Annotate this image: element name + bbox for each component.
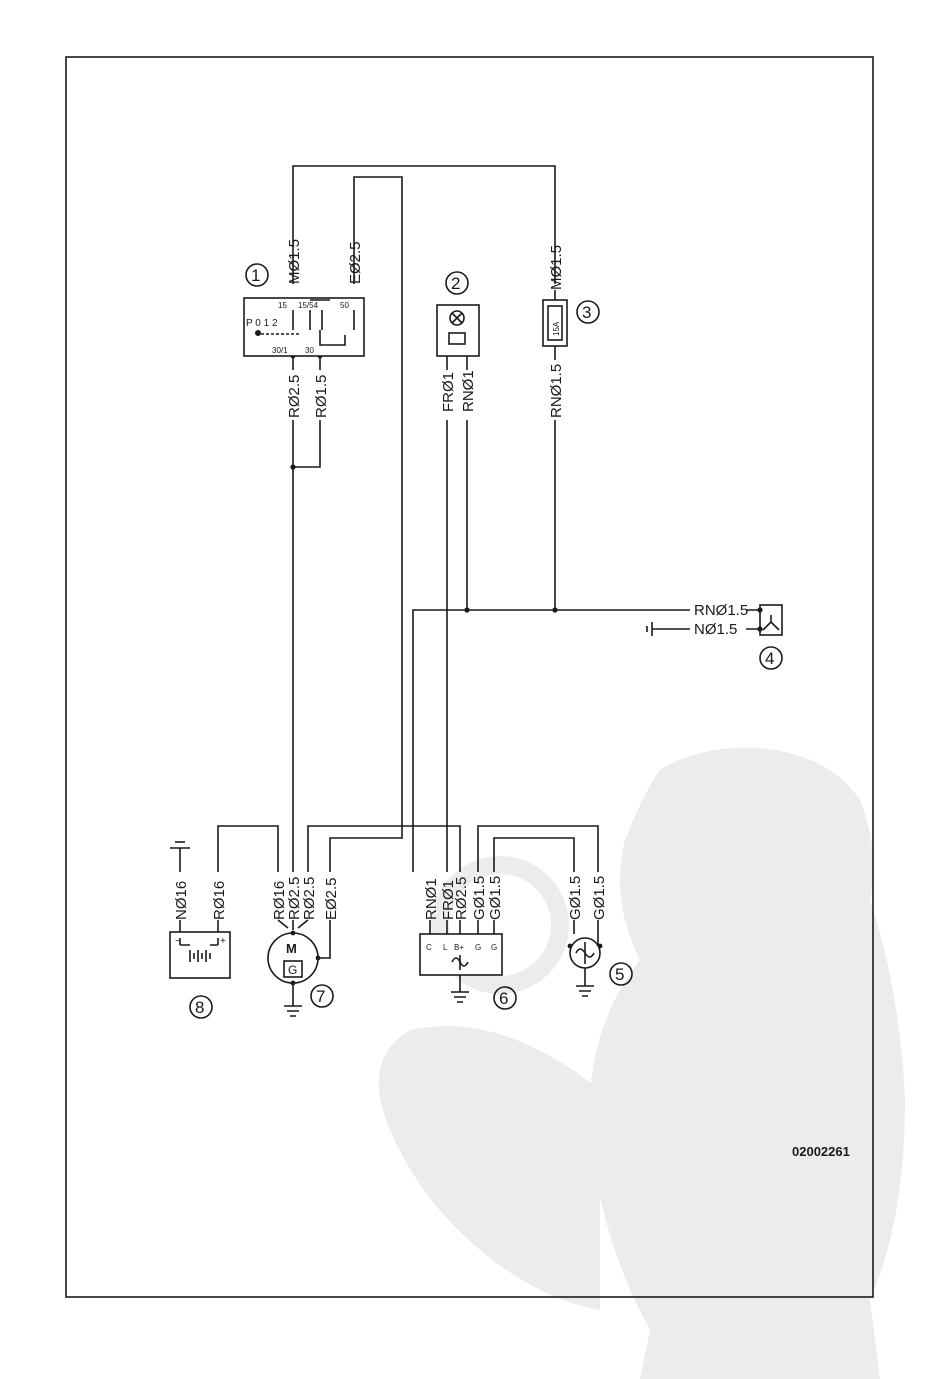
starter-motor: M G 7 xyxy=(268,931,333,1007)
component-number-4: 4 xyxy=(765,649,774,668)
alt-terminal-bplus: B+ xyxy=(454,943,464,952)
watermark-beaver xyxy=(379,748,905,1379)
wire-label-switch-r15: RØ1.5 xyxy=(313,375,330,418)
component-number-8: 8 xyxy=(195,998,204,1017)
motor-letter-g: G xyxy=(288,963,297,977)
diagram-code: 02002261 xyxy=(792,1144,850,1159)
battery: − + 8 xyxy=(170,932,230,1018)
wire-label-top-e: EØ2.5 xyxy=(347,241,364,284)
alt-terminal-l: L xyxy=(443,943,448,952)
component-number-6: 6 xyxy=(499,989,508,1008)
wire-label-alt-g15b: GØ1.5 xyxy=(487,876,504,920)
component-number-5: 5 xyxy=(615,965,624,984)
wire-label-lamp-rn: RNØ1 xyxy=(460,370,477,412)
terminal-15-54: 15/54 xyxy=(298,301,319,310)
motor-letter-m: M xyxy=(286,941,297,956)
wire-label-starter-r25b: RØ2.5 xyxy=(301,877,318,920)
wire-label-top-m-right: MØ1.5 xyxy=(548,245,565,290)
wire-label-sensor-g15b: GØ1.5 xyxy=(591,876,608,920)
wire-label-fuse-rn: RNØ1.5 xyxy=(548,364,565,418)
wire-label-lamp-fr: FRØ1 xyxy=(440,372,457,412)
sensor: 5 xyxy=(568,938,632,985)
terminal-30: 30 xyxy=(305,346,314,355)
wire-label-sensor-g15a: GØ1.5 xyxy=(567,876,584,920)
alternator: C L B+ G G 6 xyxy=(420,934,516,1009)
alt-terminal-g2: G xyxy=(491,943,497,952)
wire-label-top-m-left: MØ1.5 xyxy=(286,239,303,284)
alt-terminal-c: C xyxy=(426,943,432,952)
wire-label-switch-r25: RØ2.5 xyxy=(286,375,303,418)
terminal-50: 50 xyxy=(340,301,349,310)
battery-minus: − xyxy=(175,936,181,947)
warning-lamp: 2 xyxy=(437,272,479,356)
connector-4: 4 xyxy=(746,605,782,669)
wire-label-battery-r16: RØ16 xyxy=(211,881,228,920)
switch-positions: P 0 1 2 xyxy=(246,318,278,329)
fuse: 15A 3 xyxy=(543,300,599,346)
component-number-3: 3 xyxy=(582,303,591,322)
terminal-30-1: 30/1 xyxy=(272,346,288,355)
wire-label-c4-rn: RNØ1.5 xyxy=(694,602,748,619)
component-number-2: 2 xyxy=(451,274,460,293)
fuse-rating: 15A xyxy=(552,321,561,336)
component-number-7: 7 xyxy=(316,987,325,1006)
alt-terminal-g1: G xyxy=(475,943,481,952)
battery-plus: + xyxy=(220,936,226,947)
wire-label-c4-n: NØ1.5 xyxy=(694,621,737,638)
ignition-switch: 15 15/54 50 P 0 1 2 30/1 30 1 xyxy=(244,264,364,356)
component-number-1: 1 xyxy=(251,266,260,285)
wire-label-alt-r25: RØ2.5 xyxy=(453,877,470,920)
terminal-15: 15 xyxy=(278,301,287,310)
wire-label-alt-g15a: GØ1.5 xyxy=(471,876,488,920)
wire-label-battery-n16: NØ16 xyxy=(173,881,190,920)
wire-label-starter-e25: EØ2.5 xyxy=(323,877,340,920)
wire-label-alt-rn1: RNØ1 xyxy=(423,878,440,920)
